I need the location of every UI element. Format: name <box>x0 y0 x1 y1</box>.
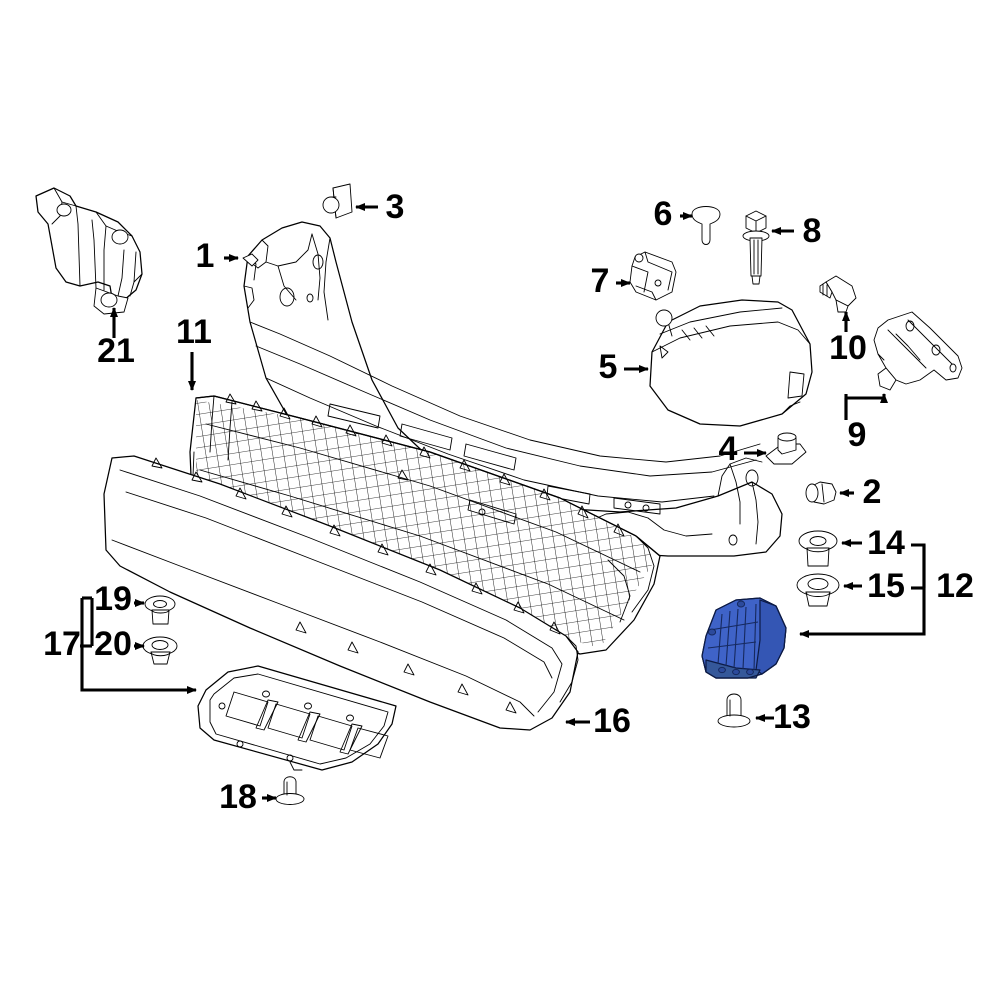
callout-label-10: 10 <box>829 329 867 367</box>
part-18-push-pin-clip-small <box>275 776 305 805</box>
callout-label-18: 18 <box>219 778 257 816</box>
callout-label-14: 14 <box>867 524 905 562</box>
part-15-flanged-nut <box>796 573 840 607</box>
callout-label-19: 19 <box>94 580 132 618</box>
part-14-flanged-grommet <box>798 530 838 567</box>
callout-label-15: 15 <box>867 567 905 605</box>
part-9-side-bracket-arm <box>873 311 963 391</box>
part-4-nut-with-plate <box>765 432 807 465</box>
part-21-side-reinforcement-bracket <box>35 187 143 315</box>
callout-label-21: 21 <box>97 332 135 370</box>
callout-label-7: 7 <box>591 262 610 300</box>
part-8-hex-flange-bolt <box>742 210 770 285</box>
callout-label-1: 1 <box>196 237 215 275</box>
part-2-plug-retainer <box>805 481 837 505</box>
callout-label-6: 6 <box>654 195 673 233</box>
part-16-lower-valance-trim <box>103 455 579 731</box>
callout-label-4: 4 <box>719 430 738 468</box>
callout-label-13: 13 <box>773 698 811 736</box>
callout-label-17: 17 <box>43 625 81 663</box>
part-5-corner-deflector <box>649 299 813 427</box>
callout-label-12: 12 <box>936 567 974 605</box>
part-17-under-tray-panel <box>197 665 397 771</box>
callout-label-3: 3 <box>386 188 405 226</box>
callout-labels: 1 2 3 4 5 6 7 8 9 10 11 12 13 14 15 16 1… <box>43 188 974 816</box>
leader-lines <box>80 203 926 802</box>
leader-12-upper <box>911 543 926 588</box>
part-19-grommet-upper <box>144 595 176 625</box>
part-13-push-pin-clip <box>717 693 751 728</box>
callout-label-2: 2 <box>863 473 882 511</box>
part-7-small-bracket <box>629 251 677 301</box>
callout-label-9: 9 <box>848 416 867 454</box>
part-3-upper-clip <box>322 183 353 219</box>
part-20-grommet-lower <box>142 636 178 665</box>
leader-12-to-part <box>799 545 926 638</box>
leader-17-to-part <box>80 598 197 694</box>
part-12-splash-shield-deflector <box>701 597 787 679</box>
part-10-angled-clip <box>819 275 857 313</box>
callout-label-8: 8 <box>803 212 822 250</box>
callout-label-5: 5 <box>599 348 618 386</box>
part-6-push-pin-mushroom <box>691 206 721 245</box>
callout-label-16: 16 <box>593 702 631 740</box>
callout-label-20: 20 <box>94 625 132 663</box>
callout-label-11: 11 <box>176 313 212 351</box>
